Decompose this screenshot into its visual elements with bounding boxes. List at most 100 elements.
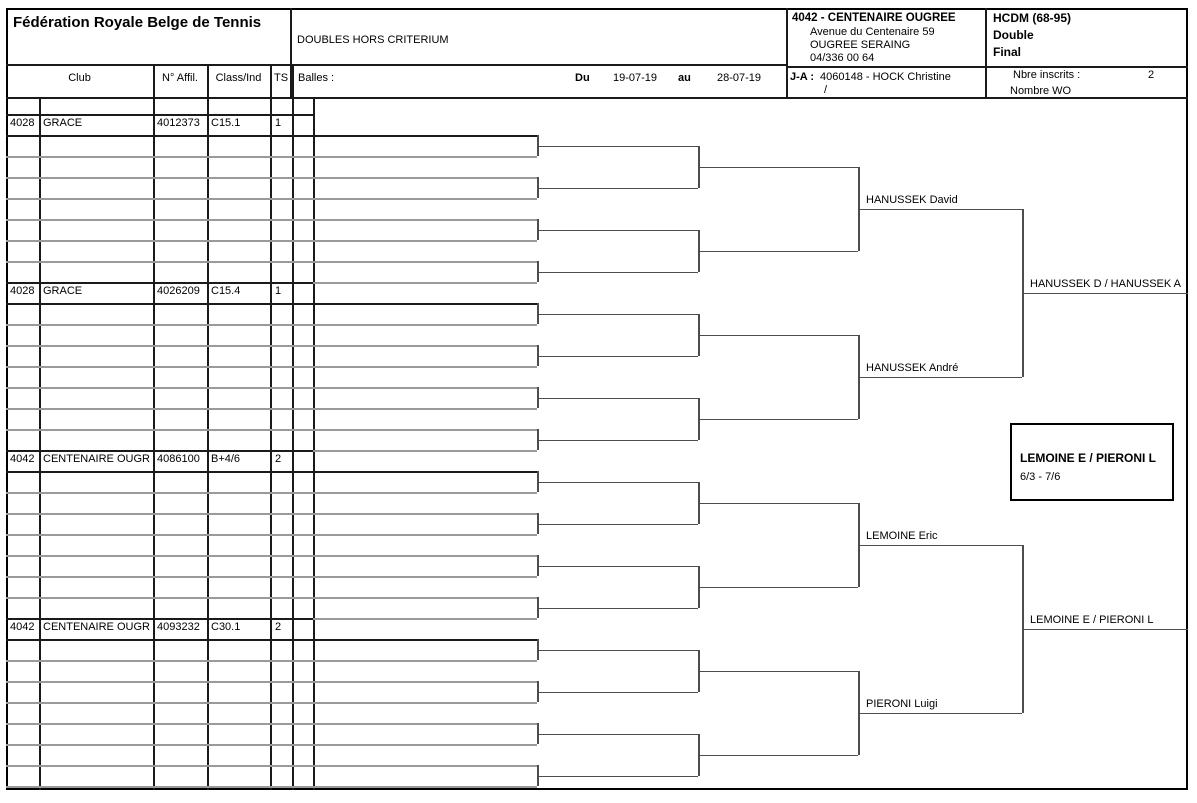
venue-address2: OUGREE SERAING xyxy=(810,39,911,51)
date-from: 19-07-19 xyxy=(613,72,658,84)
row-line xyxy=(6,324,537,326)
referee-name: 4060148 - HOCK Christine xyxy=(820,71,951,83)
entry-club: GRACE xyxy=(43,117,83,129)
entry-club-no: 4042 xyxy=(10,453,35,465)
bracket-player-name: PIERONI Luigi xyxy=(866,698,938,710)
entry-row-border xyxy=(6,114,313,116)
round3-line xyxy=(698,670,858,673)
entry-affil: 4086100 xyxy=(157,453,200,465)
column-line xyxy=(290,8,292,97)
entry-seed: 1 xyxy=(275,285,282,297)
type-label: Double xyxy=(993,28,1034,42)
final-line xyxy=(1022,292,1188,295)
row-line xyxy=(6,534,537,536)
round3-line xyxy=(698,250,858,253)
semifinal-winner-name: HANUSSEK D / HANUSSEK A xyxy=(1030,278,1181,290)
row-line xyxy=(6,681,537,683)
col-header-ts: TS xyxy=(273,72,289,84)
column-line xyxy=(786,8,788,97)
round2-line xyxy=(537,313,698,316)
round2-line xyxy=(537,523,698,526)
entry-row-border xyxy=(6,639,537,641)
entry-seed: 2 xyxy=(275,453,282,465)
category-label: HCDM (68-95) xyxy=(993,11,1072,25)
row-line xyxy=(6,723,537,725)
round3-line xyxy=(698,754,858,757)
inscrits-value: 2 xyxy=(1148,69,1155,81)
round2-line xyxy=(537,691,698,694)
row-line xyxy=(6,555,537,557)
round2-line xyxy=(537,439,698,442)
row-line xyxy=(6,576,537,578)
bracket-player-name: HANUSSEK David xyxy=(866,194,958,206)
row-line xyxy=(6,261,537,263)
round2-line xyxy=(537,733,698,736)
final-line xyxy=(1022,628,1188,631)
row-line xyxy=(6,660,537,662)
round2-line xyxy=(537,397,698,400)
round2-line xyxy=(537,649,698,652)
row-line xyxy=(6,597,537,599)
column-line xyxy=(153,64,155,790)
row-line xyxy=(6,387,537,389)
inscrits-label: Nbre inscrits : xyxy=(1013,69,1081,81)
referee-label: J-A : xyxy=(790,71,815,83)
entry-affil: 4012373 xyxy=(157,117,200,129)
entry-class: B+4/6 xyxy=(211,453,241,465)
round3-line xyxy=(698,334,858,337)
row-line xyxy=(6,408,537,410)
row-line xyxy=(6,786,537,788)
col-header-affil: N° Affil. xyxy=(162,72,198,84)
row-line xyxy=(6,156,537,158)
entry-club: CENTENAIRE OUGR xyxy=(43,621,150,633)
entry-club-no: 4028 xyxy=(10,117,35,129)
bracket-player-name: LEMOINE Eric xyxy=(866,530,938,542)
entry-row-border xyxy=(6,303,537,305)
entry-club-no: 4028 xyxy=(10,285,35,297)
row-line xyxy=(6,198,537,200)
row-line xyxy=(6,744,537,746)
column-line xyxy=(985,8,987,97)
round2-line xyxy=(537,775,698,778)
round2-line xyxy=(537,481,698,484)
round2-line xyxy=(537,355,698,358)
col-header-class: Class/Ind xyxy=(215,72,262,84)
row-line xyxy=(6,765,537,767)
column-line xyxy=(313,97,315,790)
date-du-label: Du xyxy=(575,72,590,84)
referee-name2: / xyxy=(824,84,828,96)
round3-line xyxy=(698,502,858,505)
row-line xyxy=(6,240,537,242)
round2-line xyxy=(537,187,698,190)
row-line xyxy=(6,177,537,179)
header-divider xyxy=(6,64,786,66)
section-winner-line xyxy=(858,208,1022,211)
entry-row-border xyxy=(6,282,313,284)
entry-class: C30.1 xyxy=(211,621,241,633)
column-line xyxy=(270,64,272,790)
row-line xyxy=(6,513,537,515)
venue-phone: 04/336 00 64 xyxy=(810,52,875,64)
entry-row-border xyxy=(6,471,537,473)
event-name: DOUBLES HORS CRITERIUM xyxy=(297,34,449,46)
champion-score: 6/3 - 7/6 xyxy=(1020,471,1061,483)
col-header-club: Club xyxy=(68,72,91,84)
entry-class: C15.1 xyxy=(211,117,241,129)
round2-line xyxy=(537,607,698,610)
entry-affil: 4026209 xyxy=(157,285,200,297)
entry-seed: 1 xyxy=(275,117,282,129)
column-line xyxy=(207,64,209,790)
entry-club: CENTENAIRE OUGR xyxy=(43,453,150,465)
section-winner-line xyxy=(858,376,1022,379)
balles-label: Balles : xyxy=(298,72,335,84)
section-winner-line xyxy=(858,544,1022,547)
row-line xyxy=(6,345,537,347)
champion-name: LEMOINE E / PIERONI L xyxy=(1020,451,1157,465)
header-bottom-line xyxy=(6,97,1188,99)
header-divider xyxy=(786,66,1188,68)
row-line xyxy=(6,702,537,704)
entry-club: GRACE xyxy=(43,285,83,297)
entry-row-border xyxy=(6,618,313,620)
page-title: Fédération Royale Belge de Tennis xyxy=(13,14,262,31)
